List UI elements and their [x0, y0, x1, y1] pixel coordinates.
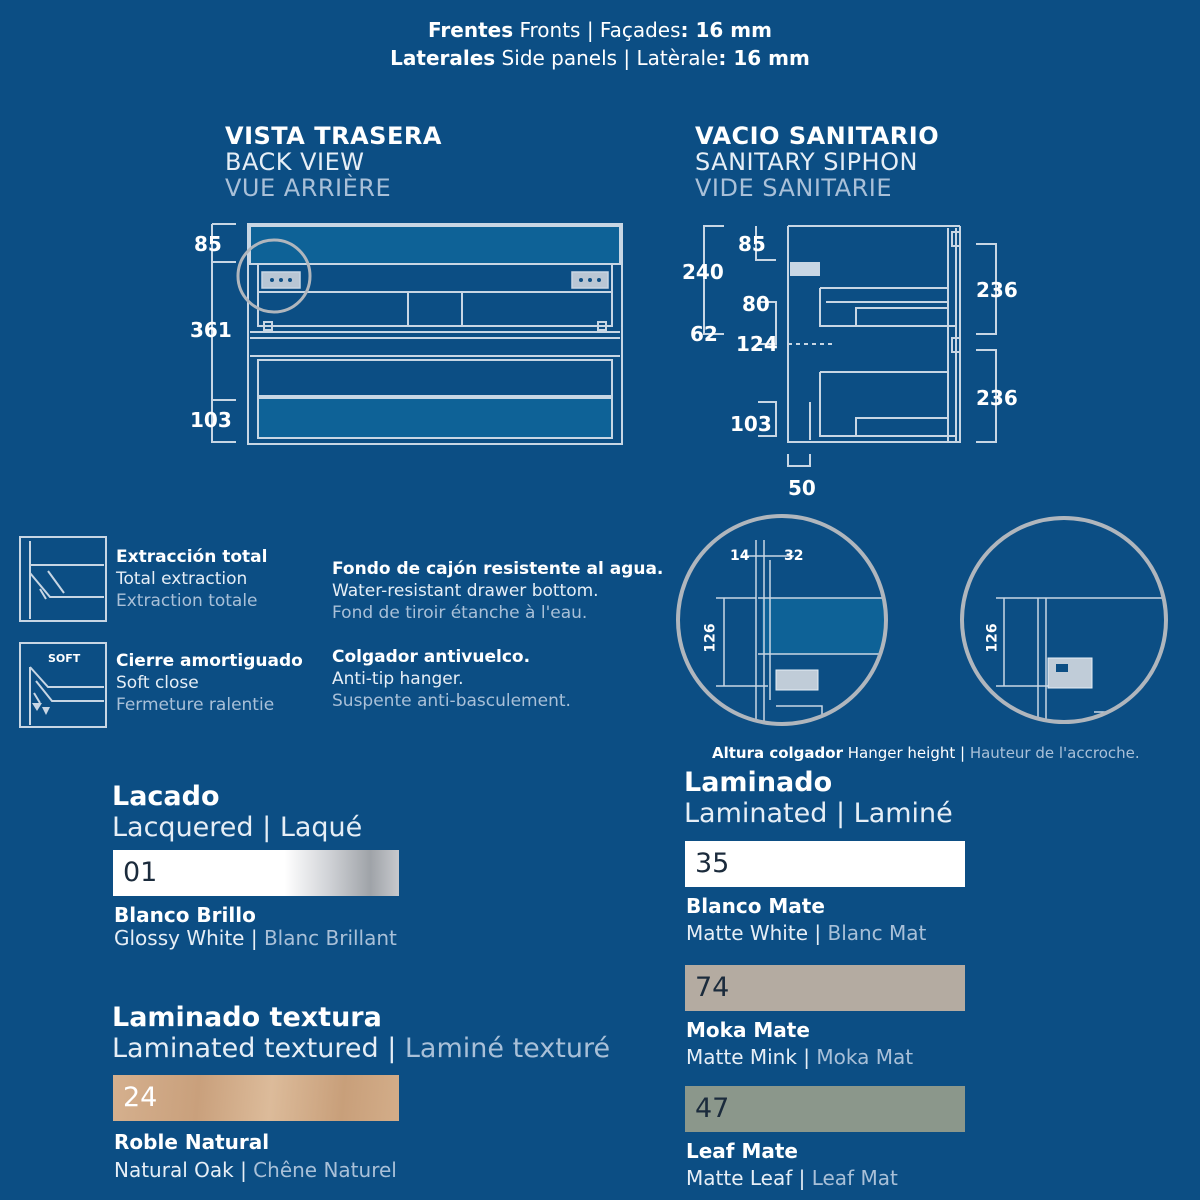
finish-sub: Matte White | Blanc Mat: [686, 921, 927, 945]
swatch-47[interactable]: 47: [685, 1086, 965, 1132]
swatch-01[interactable]: 01: [113, 850, 399, 896]
lacado-subtitle: Lacquered | Laqué: [112, 812, 363, 843]
swatch-code: 74: [695, 972, 730, 1003]
lacado-title: Lacado: [112, 781, 220, 812]
siphon-view-title: VACIO SANITARIO SANITARY SIPHON VIDE SAN…: [695, 122, 940, 202]
dim-62: 62: [690, 322, 718, 346]
finish-sub: Natural Oak | Chêne Naturel: [114, 1158, 397, 1182]
swatch-35[interactable]: 35: [685, 841, 965, 887]
feature-anti-tip: Colgador antivuelco. Anti-tip hanger. Su…: [332, 647, 571, 711]
hanger-detail-left: [676, 514, 888, 726]
finish-sub: Matte Leaf | Leaf Mat: [686, 1166, 898, 1190]
swatch-24[interactable]: 24: [113, 1075, 399, 1121]
dim-50: 50: [788, 476, 816, 500]
soft-icon-label: SOFT: [48, 652, 81, 665]
swatch-code: 01: [123, 857, 158, 888]
spec-side-panels: Laterales Side panels | Latèrale: 16 mm: [390, 46, 810, 70]
back-view-title: VISTA TRASERA BACK VIEW VUE ARRIÈRE: [225, 122, 442, 202]
swatch-code: 35: [695, 848, 730, 879]
dim-126-left: 126: [702, 623, 719, 653]
laminado-subtitle: Laminated | Laminé: [684, 798, 953, 829]
hanger-height-caption: Altura colgador Hanger height | Hauteur …: [712, 744, 1140, 762]
finish-name: Blanco Mate: [686, 894, 825, 918]
dim-103: 103: [190, 408, 232, 432]
full-extraction-icon: [19, 536, 107, 622]
dim-80: 80: [742, 292, 770, 316]
dim-124: 124: [736, 332, 778, 356]
dim-236-upper: 236: [976, 278, 1018, 302]
siphon-view-drawing: [703, 225, 997, 467]
finish-sub: Glossy White | Blanc Brillant: [114, 926, 397, 950]
feature-water-resistant: Fondo de cajón resistente al agua. Water…: [332, 559, 664, 623]
hanger-detail-right: [960, 516, 1168, 724]
dim-361: 361: [190, 318, 232, 342]
soft-close-icon: SOFT: [19, 642, 107, 728]
swatch-code: 47: [695, 1093, 730, 1124]
swatch-74[interactable]: 74: [685, 965, 965, 1011]
lam-textura-subtitle: Laminated textured | Laminé texturé: [112, 1033, 611, 1064]
feature-full-extraction: Extracción total Total extraction Extrac…: [116, 547, 268, 611]
back-view-drawing: [211, 223, 623, 445]
feature-soft-close: Cierre amortiguado Soft close Fermeture …: [116, 651, 303, 715]
dim-236-lower: 236: [976, 386, 1018, 410]
finish-name: Blanco Brillo: [114, 903, 256, 927]
dim-85-side: 85: [738, 232, 766, 256]
finish-name: Moka Mate: [686, 1018, 810, 1042]
lam-textura-title: Laminado textura: [112, 1002, 382, 1033]
finish-sub: Matte Mink | Moka Mat: [686, 1045, 914, 1069]
dim-32: 32: [784, 548, 804, 564]
laminado-title: Laminado: [684, 767, 833, 798]
dim-85: 85: [194, 232, 222, 256]
swatch-code: 24: [123, 1082, 158, 1113]
finish-name: Leaf Mate: [686, 1139, 798, 1163]
dim-240: 240: [682, 260, 724, 284]
dim-103-side: 103: [730, 412, 772, 436]
finish-name: Roble Natural: [114, 1130, 270, 1154]
dim-126-right: 126: [984, 623, 1001, 653]
dim-14: 14: [730, 548, 750, 564]
spec-fronts: Frentes Fronts | Façades: 16 mm: [428, 18, 772, 42]
